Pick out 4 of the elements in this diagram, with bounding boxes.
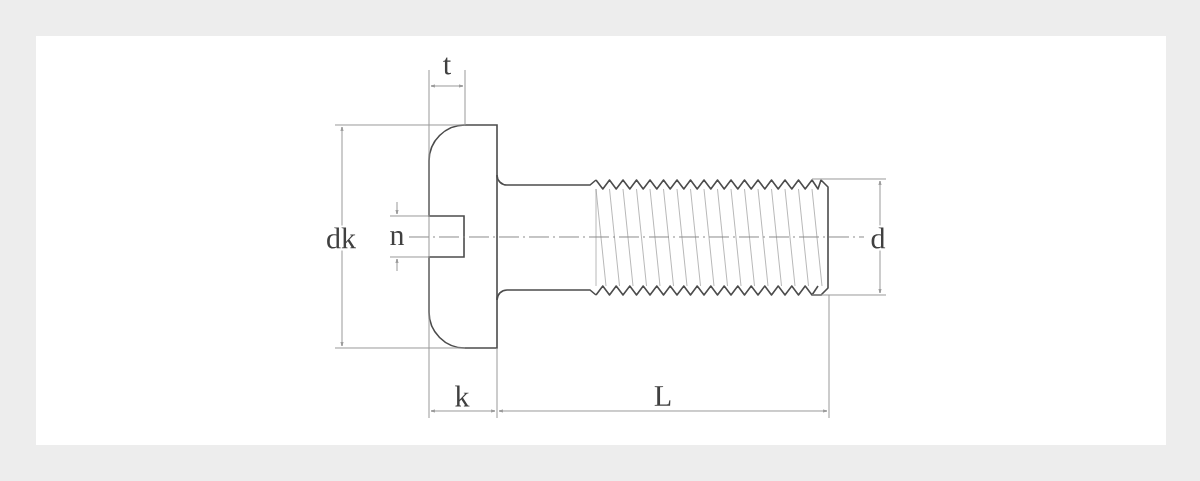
dimension-label: dk xyxy=(324,225,358,251)
dimension-label: t xyxy=(443,57,451,75)
dimension-label: k xyxy=(455,385,470,407)
dimension-label: L xyxy=(654,386,671,406)
